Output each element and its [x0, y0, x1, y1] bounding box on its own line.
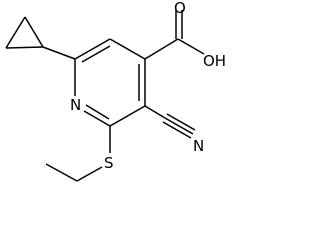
- ring-nitrogen-label: N: [70, 96, 81, 114]
- chemical-structure-diagram: O OH N N S: [5, 0, 226, 182]
- nitrile-triple-bond-1: [164, 117, 194, 135]
- cyclopropyl-bond-bottom: [5, 46, 44, 49]
- nitrile-nitrogen-label: N: [193, 137, 204, 155]
- ring-bond-c2-n1: [83, 110, 111, 127]
- nitrile-c-bond: [144, 105, 166, 119]
- cyclopropyl-attachment-bond: [42, 46, 76, 60]
- carboxyl-oxygen-label: O: [174, 0, 186, 17]
- methyl-bond: [45, 163, 78, 182]
- nitrile-triple-bond-3: [162, 121, 192, 139]
- carboxyl-c-bond: [144, 38, 179, 60]
- cyclopropyl-bond-right: [24, 16, 44, 48]
- ring-bond-c6-c5-inner: [81, 45, 111, 63]
- ring-bond-c2-n1-inner: [85, 104, 110, 120]
- hydroxyl-label: OH: [203, 52, 226, 70]
- ring-bond-c6-c5: [74, 38, 111, 60]
- thioether-bond-methyl: [76, 166, 103, 182]
- nitrile-triple-bond-2: [166, 113, 196, 131]
- cyclopropyl-bond-left: [5, 16, 26, 49]
- ring-bond-c3-c2: [109, 105, 146, 127]
- ring-bond-c5-c4: [109, 38, 146, 60]
- hydroxyl-bond: [177, 38, 205, 55]
- sulfur-label: S: [104, 154, 114, 172]
